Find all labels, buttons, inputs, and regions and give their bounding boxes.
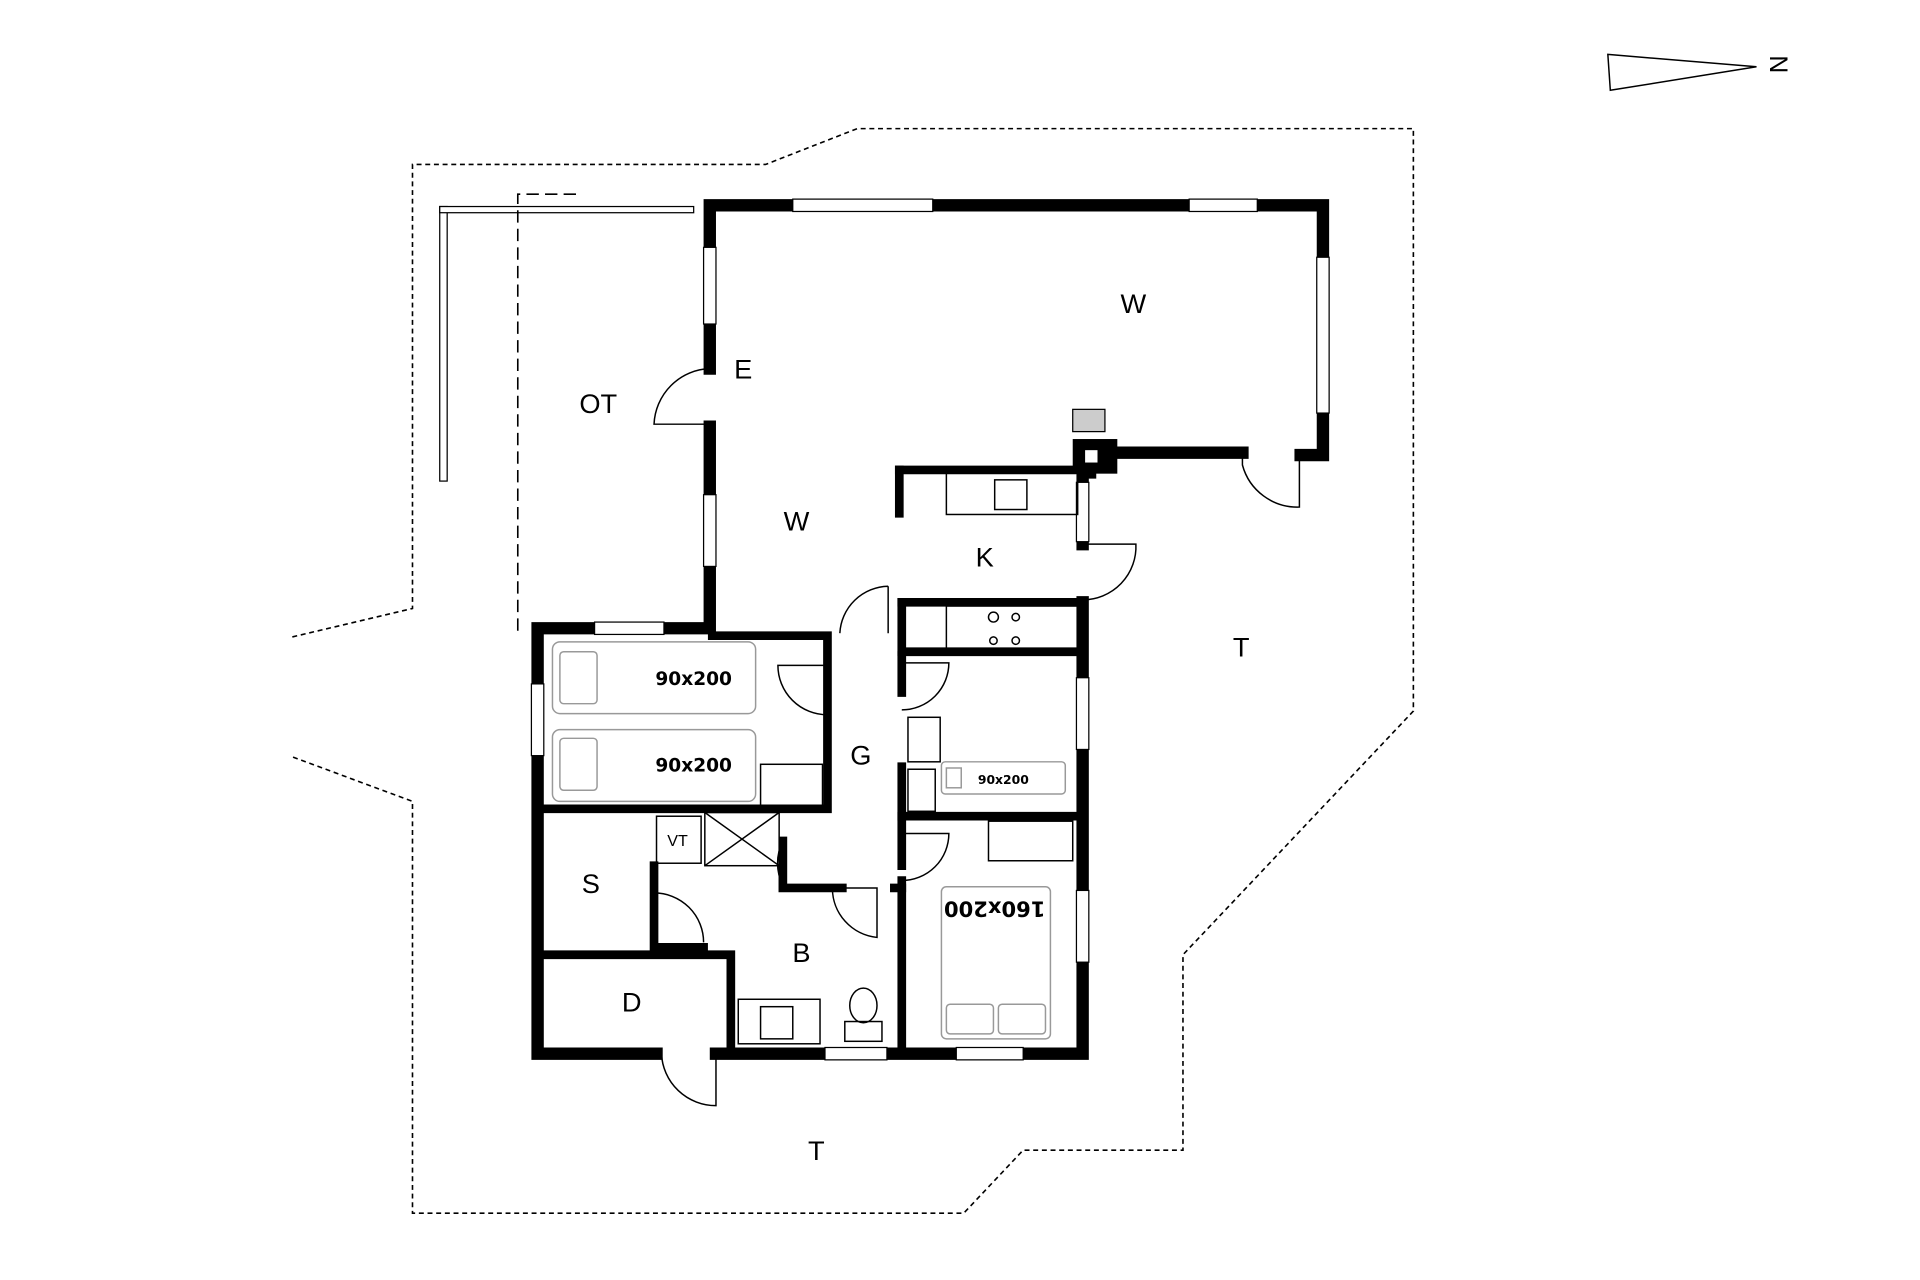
plot-boundary bbox=[292, 127, 1415, 1215]
room-label-kitchen: K bbox=[976, 541, 994, 572]
room-label-water-heater: VT bbox=[667, 832, 688, 850]
north-arrow-icon: N bbox=[1607, 53, 1791, 92]
room-label-utility: D bbox=[622, 987, 642, 1018]
bed-label-2: 90x200 bbox=[655, 756, 732, 777]
shower-icon bbox=[704, 811, 780, 867]
furniture bbox=[551, 469, 1079, 1045]
windows bbox=[530, 198, 1330, 1061]
stove-icon bbox=[987, 611, 1021, 646]
room-label-terrace-south: T bbox=[808, 1135, 825, 1166]
bed-label-1: 90x200 bbox=[655, 669, 732, 690]
terrace-railing bbox=[439, 193, 695, 631]
room-label-entrance: E bbox=[734, 353, 752, 384]
toilet-icon bbox=[844, 987, 883, 1043]
room-label-living-2: W bbox=[784, 506, 810, 537]
room-label-terrace-east: T bbox=[1233, 632, 1250, 663]
room-label-storage: S bbox=[582, 868, 600, 899]
kitchen-sink-icon bbox=[993, 479, 1028, 511]
room-label-bathroom: B bbox=[792, 937, 810, 968]
doors bbox=[653, 367, 1301, 1107]
bed-label-3: 90x200 bbox=[978, 773, 1029, 787]
bed-label-4: 160x200 bbox=[944, 897, 1045, 922]
room-label-covered-terrace: OT bbox=[579, 388, 617, 419]
room-label-living-1: W bbox=[1121, 288, 1147, 319]
washbasin-icon bbox=[759, 1005, 794, 1040]
room-label-hall: G bbox=[850, 739, 871, 770]
north-label: N bbox=[1764, 55, 1791, 73]
